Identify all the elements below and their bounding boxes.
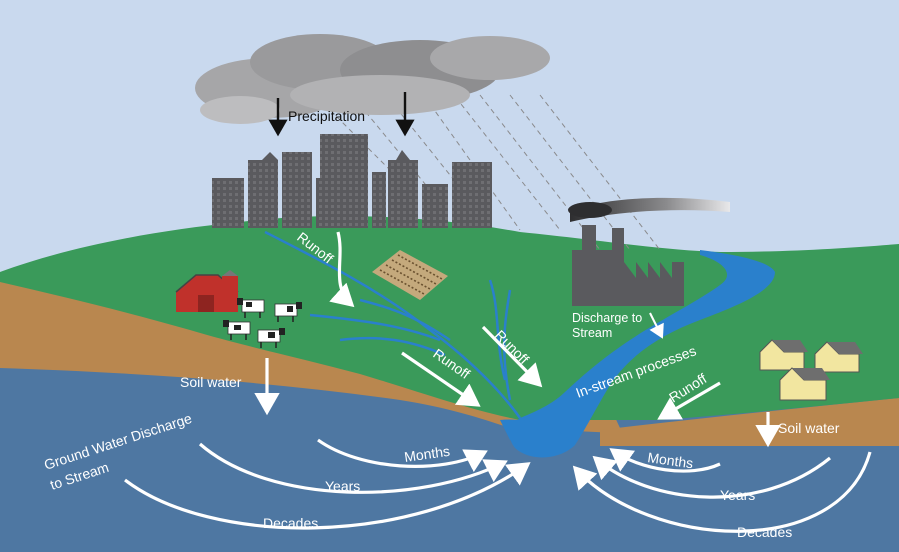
soil-layer-right xyxy=(600,398,899,446)
flow-arc-decades-right xyxy=(572,451,872,533)
flow-arc-years-left xyxy=(198,442,508,494)
crop-field xyxy=(372,250,448,300)
flow-arc-decades-left xyxy=(124,462,531,530)
soil-water-label-left: Soil water xyxy=(180,374,242,390)
city-skyline xyxy=(212,134,492,228)
barn xyxy=(175,270,239,312)
stream-mouth xyxy=(500,419,575,452)
years-label-right: Years xyxy=(720,487,755,503)
runoff-arrow-upper xyxy=(329,231,355,308)
runoff-arrow-right xyxy=(657,381,721,420)
cows xyxy=(223,298,302,348)
discharge-label-line1: Discharge to xyxy=(572,311,642,325)
runoff-arrow-lower xyxy=(401,351,481,407)
precipitation-label: Precipitation xyxy=(288,108,365,124)
cloud xyxy=(195,34,550,124)
discharge-label-line2: Stream xyxy=(572,326,612,340)
soil-water-label-right: Soil water xyxy=(778,420,840,436)
tributaries xyxy=(264,230,522,419)
months-label-right: Months xyxy=(647,449,695,471)
discharge-arrow xyxy=(649,312,664,339)
flow-arc-months-left xyxy=(317,438,488,473)
factory xyxy=(568,197,730,306)
flow-arc-months-right xyxy=(609,448,721,473)
decades-label-right: Decades xyxy=(737,524,792,540)
flow-arc-years-right xyxy=(592,455,832,499)
houses xyxy=(759,339,863,401)
years-label-left: Years xyxy=(325,478,360,494)
decades-label-left: Decades xyxy=(263,515,318,531)
runoff-arrow-middle xyxy=(481,325,543,388)
months-label-left: Months xyxy=(403,443,451,465)
stream xyxy=(509,250,775,458)
